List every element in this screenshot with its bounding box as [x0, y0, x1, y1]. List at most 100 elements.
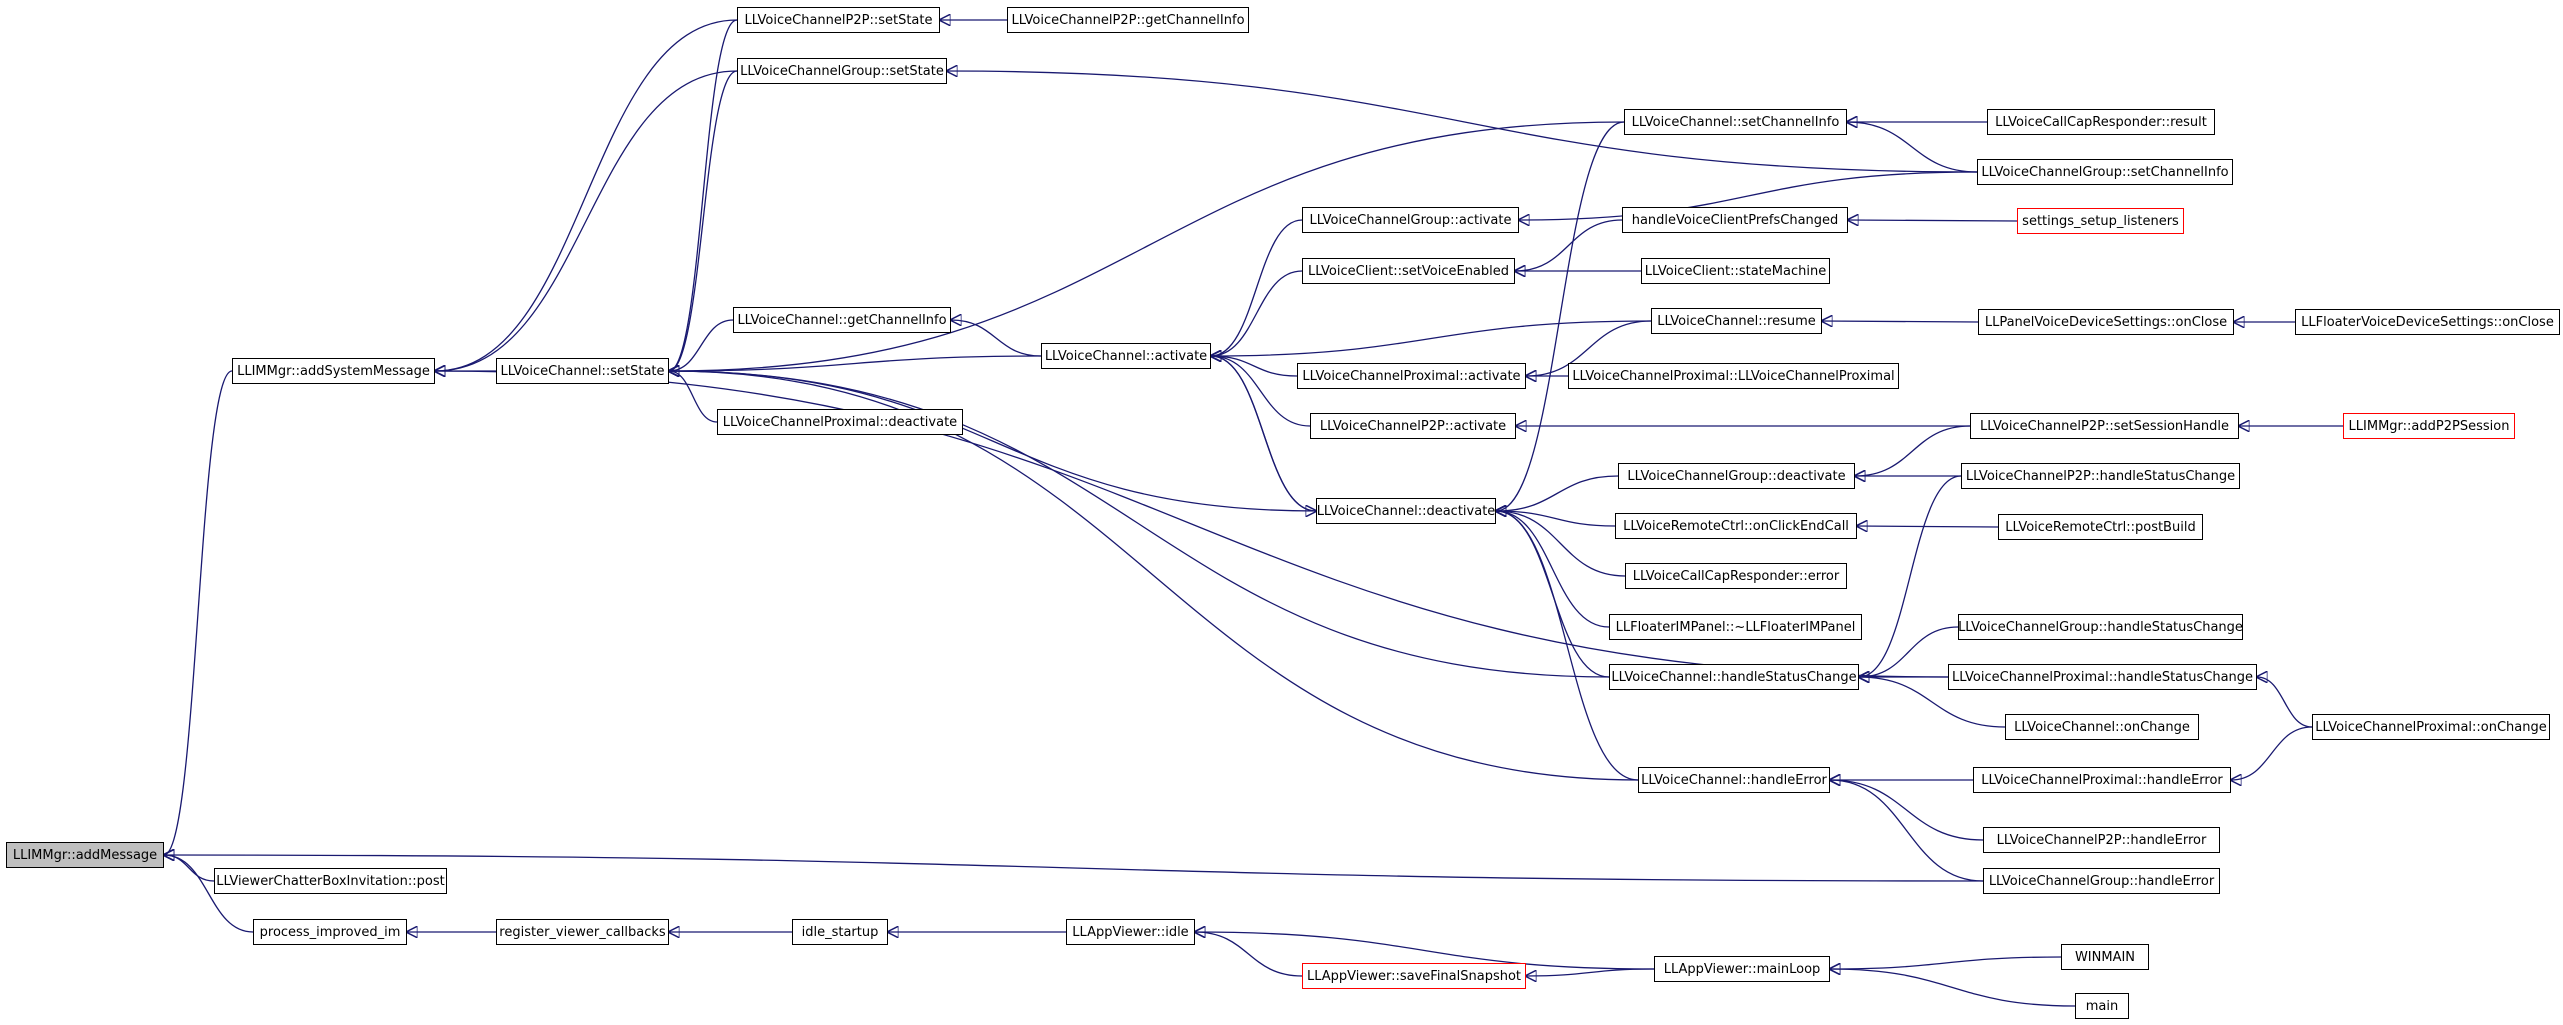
node-post-build[interactable]: LLVoiceRemoteCtrl::postBuild — [1998, 514, 2203, 540]
edge-vcOnChange-to-vcHandleStatus — [1859, 677, 2006, 728]
node-vc-handle-error[interactable]: LLVoiceChannel::handleError — [1638, 767, 1830, 793]
edge-setVoiceEnabled-to-vcActivate — [1211, 270, 1303, 356]
node-win-main[interactable]: WINMAIN — [2061, 944, 2149, 970]
edge-panelOnClose-to-vcResume — [1822, 321, 1979, 322]
node-main-loop[interactable]: LLAppViewer::mainLoop — [1654, 956, 1830, 982]
edge-vcHandleError-to-vcDeactivate — [1496, 511, 1639, 781]
edge-vcGetChannelInfo-to-vcSetState — [669, 319, 734, 371]
edge-p2pHandleError-to-vcHandleError — [1830, 780, 1984, 841]
edge-processIm-to-addMessage — [164, 855, 254, 933]
edge-proxActivate-to-vcActivate — [1211, 356, 1298, 377]
edge-grpHandleError-to-vcHandleError — [1830, 780, 1984, 882]
node-p2p-set-session[interactable]: LLVoiceChannelP2P::setSessionHandle — [1970, 413, 2239, 439]
node-process-im[interactable]: process_improved_im — [253, 919, 407, 945]
node-state-machine[interactable]: LLVoiceClient::stateMachine — [1641, 258, 1830, 284]
node-vc-resume[interactable]: LLVoiceChannel::resume — [1651, 308, 1822, 334]
node-grp-handle-status[interactable]: LLVoiceChannelGroup::handleStatusChange — [1958, 614, 2243, 640]
node-save-snapshot[interactable]: LLAppViewer::saveFinalSnapshot — [1302, 963, 1526, 989]
node-chatter-post[interactable]: LLViewerChatterBoxInvitation::post — [214, 868, 447, 894]
node-add-message: LLIMMgr::addMessage — [6, 842, 164, 868]
node-p2p-activate[interactable]: LLVoiceChannelP2P::activate — [1310, 413, 1516, 439]
edge-grpSetChannelInfo-to-grpActivate — [1519, 171, 1978, 220]
node-vc-on-change[interactable]: LLVoiceChannel::onChange — [2005, 714, 2199, 740]
node-vc-deactivate[interactable]: LLVoiceChannel::deactivate — [1316, 498, 1496, 524]
node-main[interactable]: main — [2075, 993, 2129, 1019]
edge-capError-to-vcDeactivate — [1496, 511, 1626, 577]
edge-vcHandleStatus-to-vcSetState — [669, 371, 1610, 678]
edge-vcActivate-to-vcSetState — [669, 355, 1042, 371]
edge-vcSetChannelInfo-to-vcSetState — [669, 121, 1625, 371]
edge-vcHandleError-to-vcSetState — [669, 371, 1639, 781]
edge-p2pSetState-to-vcSetState — [669, 19, 738, 371]
edge-vcSetChannelInfo-to-vcDeactivate — [1496, 121, 1625, 511]
edge-vcDeactivate-to-vcSetState — [669, 371, 1317, 512]
edge-winMain-to-mainLoop — [1830, 956, 2062, 969]
edge-proxOnChange-to-proxHandleStatus — [2257, 677, 2313, 728]
node-vc-set-state[interactable]: LLVoiceChannel::setState — [496, 358, 669, 384]
node-vc-activate[interactable]: LLVoiceChannel::activate — [1041, 343, 1211, 369]
edge-mainLoop-to-saveSnapshot — [1526, 968, 1655, 976]
edge-vcResume-to-vcActivate — [1211, 320, 1652, 356]
node-set-voice-enabled[interactable]: LLVoiceClient::setVoiceEnabled — [1302, 258, 1515, 284]
edge-addSystemMessage-to-addMessage — [164, 370, 233, 855]
node-cap-result[interactable]: LLVoiceCallCapResponder::result — [1987, 109, 2215, 135]
node-on-click-end-call[interactable]: LLVoiceRemoteCtrl::onClickEndCall — [1615, 513, 1857, 539]
edge-chatterPost-to-addMessage — [164, 855, 215, 882]
node-prox-on-change[interactable]: LLVoiceChannelProximal::onChange — [2312, 714, 2550, 740]
node-floater-on-close[interactable]: LLFloaterVoiceDeviceSettings::onClose — [2295, 309, 2560, 335]
edge-proxOnChange-to-proxHandleError — [2231, 726, 2313, 780]
edge-p2pActivate-to-vcActivate — [1211, 356, 1311, 427]
node-prox-deactivate[interactable]: LLVoiceChannelProximal::deactivate — [717, 409, 963, 435]
node-vc-handle-status[interactable]: LLVoiceChannel::handleStatusChange — [1609, 664, 1859, 690]
node-prefs-changed[interactable]: handleVoiceClientPrefsChanged — [1622, 207, 1848, 233]
edge-imPanelDtor-to-vcDeactivate — [1496, 511, 1610, 628]
node-vc-get-channel-info[interactable]: LLVoiceChannel::getChannelInfo — [733, 307, 951, 333]
edge-grpSetState-to-addSystemMessage — [435, 70, 738, 371]
node-grp-set-state[interactable]: LLVoiceChannelGroup::setState — [737, 58, 947, 84]
edge-main-to-mainLoop — [1830, 969, 2076, 1007]
node-p2p-get-channel-info[interactable]: LLVoiceChannelP2P::getChannelInfo — [1007, 7, 1249, 33]
node-p2p-handle-error[interactable]: LLVoiceChannelP2P::handleError — [1983, 827, 2220, 853]
node-prox-handle-error[interactable]: LLVoiceChannelProximal::handleError — [1973, 767, 2231, 793]
edge-p2pHandleStatus-to-vcHandleStatus — [1859, 475, 1962, 677]
node-p2p-set-state[interactable]: LLVoiceChannelP2P::setState — [737, 7, 940, 33]
node-add-p2-psession[interactable]: LLIMMgr::addP2PSession — [2343, 413, 2515, 439]
edge-proxHandleStatus-to-addSystemMessage — [435, 371, 1949, 678]
node-grp-set-channel-info[interactable]: LLVoiceChannelGroup::setChannelInfo — [1977, 159, 2233, 185]
edge-grpDeactivate-to-vcDeactivate — [1496, 475, 1619, 511]
node-p2p-handle-status[interactable]: LLVoiceChannelP2P::handleStatusChange — [1961, 463, 2240, 489]
edge-setupListeners-to-prefsChanged — [1848, 220, 2018, 221]
edge-grpActivate-to-vcActivate — [1211, 219, 1303, 356]
edge-mainLoop-to-appIdle — [1195, 932, 1655, 970]
node-panel-on-close[interactable]: LLPanelVoiceDeviceSettings::onClose — [1978, 309, 2234, 335]
edge-postBuild-to-onClickEndCall — [1857, 526, 1999, 527]
node-idle-startup[interactable]: idle_startup — [792, 919, 888, 945]
node-grp-deactivate[interactable]: LLVoiceChannelGroup::deactivate — [1618, 463, 1855, 489]
node-grp-handle-error[interactable]: LLVoiceChannelGroup::handleError — [1983, 868, 2220, 894]
node-reg-callbacks[interactable]: register_viewer_callbacks — [496, 919, 669, 945]
edge-grpSetChannelInfo-to-vcSetChannelInfo — [1847, 122, 1978, 173]
node-im-panel-dtor[interactable]: LLFloaterIMPanel::~LLFloaterIMPanel — [1609, 614, 1862, 640]
edge-onClickEndCall-to-vcDeactivate — [1496, 511, 1616, 527]
node-prox-activate[interactable]: LLVoiceChannelProximal::activate — [1297, 363, 1526, 389]
node-grp-activate[interactable]: LLVoiceChannelGroup::activate — [1302, 207, 1519, 233]
node-prox-handle-status[interactable]: LLVoiceChannelProximal::handleStatusChan… — [1948, 664, 2257, 690]
edge-p2pSetState-to-addSystemMessage — [435, 19, 738, 371]
node-add-system-message[interactable]: LLIMMgr::addSystemMessage — [232, 358, 435, 384]
node-setup-listeners[interactable]: settings_setup_listeners — [2017, 208, 2184, 234]
edge-prefsChanged-to-setVoiceEnabled — [1515, 219, 1623, 271]
node-cap-error[interactable]: LLVoiceCallCapResponder::error — [1625, 563, 1847, 589]
edge-vcActivate-to-vcDeactivate — [1210, 355, 1316, 511]
edge-vcResume-to-proxActivate — [1526, 320, 1652, 376]
node-vc-set-channel-info[interactable]: LLVoiceChannel::setChannelInfo — [1624, 109, 1847, 135]
node-prox-ctor[interactable]: LLVoiceChannelProximal::LLVoiceChannelPr… — [1568, 363, 1899, 389]
edge-grpHandleError-to-addMessage — [164, 855, 1984, 882]
edge-saveSnapshot-to-appIdle — [1195, 932, 1303, 977]
edge-grpSetState-to-vcSetState — [669, 70, 738, 371]
node-app-idle[interactable]: LLAppViewer::idle — [1066, 919, 1195, 945]
edge-proxDeactivate-to-vcSetState — [669, 371, 718, 423]
edge-vcActivate-to-vcGetChannelInfo — [951, 320, 1042, 357]
edge-grpHandleStatus-to-vcHandleStatus — [1859, 626, 1959, 677]
